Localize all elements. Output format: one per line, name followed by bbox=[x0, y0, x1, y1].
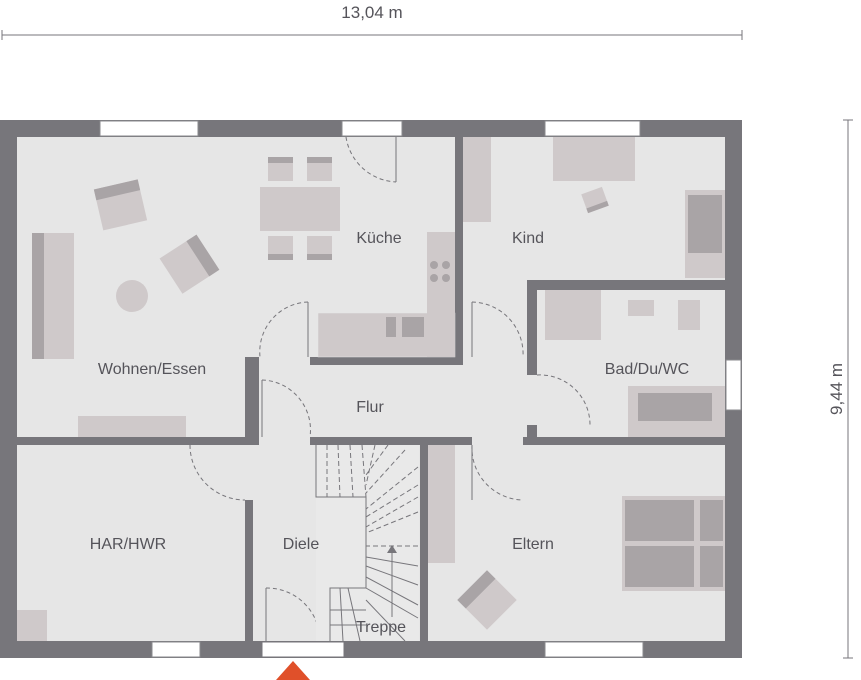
height-dimension: 9,44 m bbox=[827, 119, 853, 659]
entrance-arrow-icon bbox=[276, 661, 310, 680]
room-label-kueche: Küche bbox=[356, 230, 401, 247]
height-label: 9,44 m bbox=[827, 363, 846, 415]
interior-walls bbox=[17, 137, 725, 641]
room-label-har-hwr: HAR/HWR bbox=[90, 536, 166, 553]
furniture bbox=[17, 137, 725, 641]
doors bbox=[189, 136, 591, 642]
windows bbox=[99, 120, 742, 658]
room-label-wohnen-essen: Wohnen/Essen bbox=[98, 361, 206, 378]
room-label-flur: Flur bbox=[356, 399, 384, 416]
entrance-door bbox=[261, 641, 345, 658]
width-dimension: 13,04 m bbox=[1, 3, 743, 40]
room-label-eltern: Eltern bbox=[512, 536, 554, 553]
width-label: 13,04 m bbox=[341, 3, 402, 22]
room-label-bad: Bad/Du/WC bbox=[605, 361, 689, 378]
staircase bbox=[315, 444, 419, 642]
room-label-treppe: Treppe bbox=[356, 619, 406, 636]
room-label-diele: Diele bbox=[283, 536, 320, 553]
room-label-kind: Kind bbox=[512, 230, 544, 247]
